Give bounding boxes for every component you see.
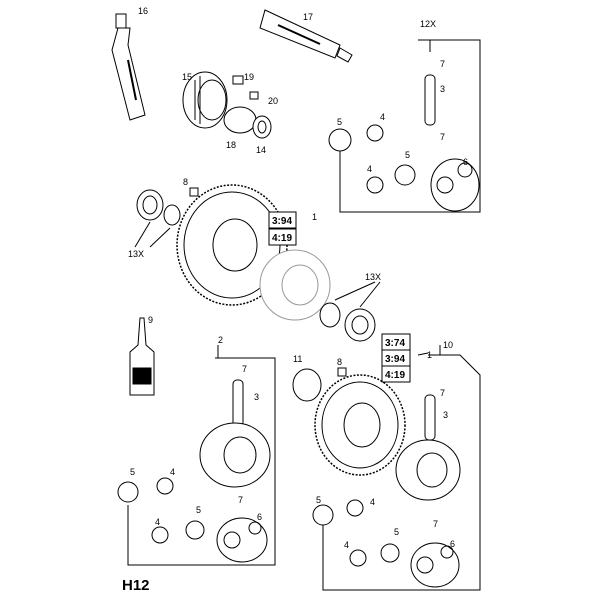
side-gear-5-a — [328, 128, 352, 152]
callout-13x-b: 13X — [365, 272, 381, 282]
callout-15: 15 — [182, 72, 192, 82]
part-19 — [232, 75, 244, 85]
pinion-gear-4-d — [151, 526, 169, 544]
callout-7d: 7 — [238, 495, 243, 505]
side-gear-5-d — [185, 520, 205, 540]
callout-9: 9 — [148, 315, 153, 325]
callout-3c: 3 — [443, 410, 448, 420]
grease-tube-17 — [259, 9, 353, 63]
ratio-box-upper: 3:94 4:19 — [268, 211, 297, 246]
callout-5c: 5 — [130, 467, 135, 477]
callout-6c: 6 — [450, 539, 455, 549]
callout-8a: 8 — [183, 177, 188, 187]
pin-3-a — [424, 74, 436, 126]
callout-5b: 5 — [405, 150, 410, 160]
callout-13x-a: 13X — [128, 249, 144, 259]
bracket-12x — [339, 39, 481, 213]
pinion-gear-4-e — [346, 499, 364, 517]
callouts: 1 1 2 3 3 3 4 4 4 4 4 4 5 5 5 5 5 5 6 6 … — [128, 6, 468, 550]
callout-16: 16 — [138, 6, 148, 16]
callout-6a: 6 — [463, 157, 468, 167]
bearing-assembly-15 — [182, 71, 228, 129]
pinion-gear-4-c — [156, 477, 174, 495]
ratio-lower-0: 3:74 — [385, 338, 405, 349]
ratio-upper-0: 3:94 — [272, 216, 292, 227]
differential-housing-lower-left — [199, 422, 271, 488]
differential-housing-lower-right — [395, 439, 461, 501]
callout-3b: 3 — [254, 392, 259, 402]
callout-2: 2 — [218, 335, 223, 345]
callout-4c: 4 — [170, 467, 175, 477]
pinion-gear-4-f — [349, 549, 367, 567]
ratio-lower-2: 4:19 — [385, 370, 405, 381]
pin-3-c — [424, 394, 436, 441]
callout-1b: 1 — [427, 350, 432, 360]
part-20 — [249, 91, 259, 100]
ratio-box-lower: 3:74 3:94 4:19 — [381, 333, 411, 383]
callout-17: 17 — [303, 12, 313, 22]
callout-5f: 5 — [394, 527, 399, 537]
callout-20: 20 — [268, 96, 278, 106]
callout-5e: 5 — [316, 495, 321, 505]
callout-7a: 7 — [440, 59, 445, 69]
callout-3a: 3 — [440, 84, 445, 94]
callout-4b: 4 — [367, 164, 372, 174]
callout-14: 14 — [256, 145, 266, 155]
pinion-gear-4-a — [366, 124, 384, 142]
callout-1: 1 — [312, 212, 317, 222]
callout-4e: 4 — [370, 497, 375, 507]
callout-12x: 12X — [420, 19, 436, 29]
diff-cage-6-a — [430, 158, 480, 212]
callout-7e: 7 — [440, 388, 445, 398]
ring-gear-lower — [314, 374, 406, 476]
ring-11 — [292, 368, 322, 402]
callout-19: 19 — [244, 72, 254, 82]
bolt-8-lower — [337, 367, 347, 377]
diff-cage-6-b — [216, 517, 268, 563]
side-gear-5-c — [117, 481, 139, 503]
callout-8b: 8 — [337, 357, 342, 367]
side-gear-5-e — [312, 504, 334, 526]
ratio-upper-1: 4:19 — [272, 233, 292, 244]
page-code: H12 — [122, 577, 150, 594]
callout-18: 18 — [226, 140, 236, 150]
pinion-gear-4-b — [366, 176, 384, 194]
bracket-10 — [322, 354, 481, 591]
callout-4d: 4 — [155, 517, 160, 527]
o-ring-18 — [223, 106, 257, 134]
callout-5a: 5 — [337, 117, 342, 127]
differential-housing-upper — [259, 249, 331, 321]
pin-3-b — [232, 379, 244, 429]
callout-4a: 4 — [380, 112, 385, 122]
side-gear-5-f — [380, 543, 400, 563]
callout-7c: 7 — [242, 364, 247, 374]
bolt-8-upper — [189, 187, 199, 197]
callout-4f: 4 — [344, 540, 349, 550]
callout-11: 11 — [293, 354, 302, 364]
diff-cage-6-c — [410, 542, 460, 588]
seal-14 — [252, 115, 272, 139]
bracket-2 — [127, 357, 276, 566]
callout-10: 10 — [443, 340, 453, 350]
callout-5d: 5 — [196, 505, 201, 515]
sealant-tube-16 — [111, 13, 146, 121]
bearing-13x-right — [319, 302, 376, 342]
callout-7b: 7 — [440, 132, 445, 142]
bearing-13x-left — [136, 189, 181, 226]
callout-7f: 7 — [433, 519, 438, 529]
ratio-lower-1: 3:94 — [385, 354, 405, 365]
ring-gear-upper — [176, 184, 288, 306]
side-gear-5-b — [394, 164, 416, 186]
locking-compound-bottle-9 — [129, 317, 155, 396]
callout-6b: 6 — [257, 512, 262, 522]
